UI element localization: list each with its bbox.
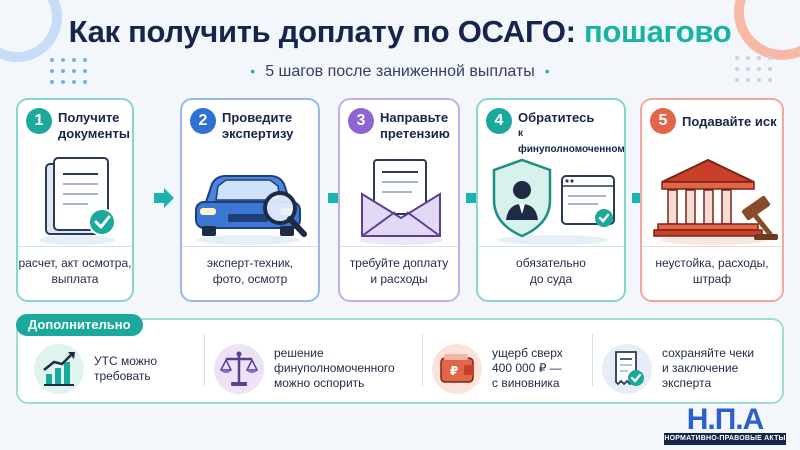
npa-logo: Н.П.А НОРМАТИВНО-ПРАВОВЫЕ АКТЫ [664,404,786,445]
documents-check-icon [18,156,132,248]
step-desc-4: обязательно до суда [478,246,624,300]
extra-item-1: УТС можно требовать [34,344,204,398]
step-card-5: 5 Подавайте иск неустойка, расходы, штра [640,98,784,302]
scales-icon [214,344,264,394]
step-card-2: 2 Проведите экспертизу эксперт-техник, ф… [180,98,320,302]
step-title-3: Направьте претензию [380,110,450,141]
step-number-4: 4 [486,108,512,134]
extra-panel: УТС можно требовать решение финуполномоч… [16,318,784,404]
receipt-check-icon [602,344,652,394]
steps-row: 1 Получите документы расчет, акт осмотра… [16,98,784,302]
step-title-2: Проведите экспертизу [222,110,294,141]
courthouse-gavel-icon [642,156,782,248]
step-title-4: Обратитесь к финуполномоченному [518,110,626,155]
extra-item-3: ₽ ущерб сверх 400 000 ₽ — с виновника [432,344,602,398]
title-main: Как получить доплату по ОСАГО: [68,14,576,49]
extra-label: Дополнительно [16,314,143,336]
svg-text:₽: ₽ [450,364,458,378]
step-card-4: 4 Обратитесь к финуполномоченному [476,98,626,302]
shield-person-icon [478,156,624,248]
decor-dots-right [735,56,772,82]
page-subtitle: •5 шагов после заниженной выплаты• [250,63,550,80]
extra-item-4: сохраняйте чеки и заключение эксперта [602,344,778,398]
growth-chart-icon [34,344,84,394]
car-magnifier-icon [182,156,318,248]
step-card-1: 1 Получите документы расчет, акт осмотра… [16,98,134,302]
logo-caption: НОРМАТИВНО-ПРАВОВЫЕ АКТЫ [664,433,786,445]
page-title: Как получить доплату по ОСАГО: пошагово [0,14,800,50]
subtitle-text: 5 шагов после заниженной выплаты [265,63,535,80]
step-title-1: Получите документы [58,110,130,141]
step-card-3: 3 Направьте претензию требуйте доплату и… [338,98,460,302]
extra-item-2: решение финуполномоченного можно оспорит… [214,344,414,398]
decor-ring-right [734,0,800,60]
divider [422,334,423,386]
step-number-2: 2 [190,108,216,134]
svg-text:Н.П.А: Н.П.А [687,404,764,432]
step-number-1: 1 [26,108,52,134]
step-number-3: 3 [348,108,374,134]
step-title-5: Подавайте иск [682,114,777,129]
wallet-ruble-icon: ₽ [432,344,482,394]
decor-dots-left [50,58,87,84]
step-desc-1: расчет, акт осмотра, выплата [18,246,132,300]
arrow-right-icon [154,188,174,208]
step-number-5: 5 [650,108,676,134]
step-desc-2: эксперт-техник, фото, осмотр [182,246,318,300]
decor-ring-left [0,0,62,62]
logo-letters: Н.П.А [687,404,765,432]
divider [204,334,205,386]
title-accent: пошагово [584,14,732,49]
step-desc-3: требуйте доплату и расходы [340,246,458,300]
divider [592,334,593,386]
step-desc-5: неустойка, расходы, штраф [642,246,782,300]
envelope-letter-icon [340,156,458,248]
